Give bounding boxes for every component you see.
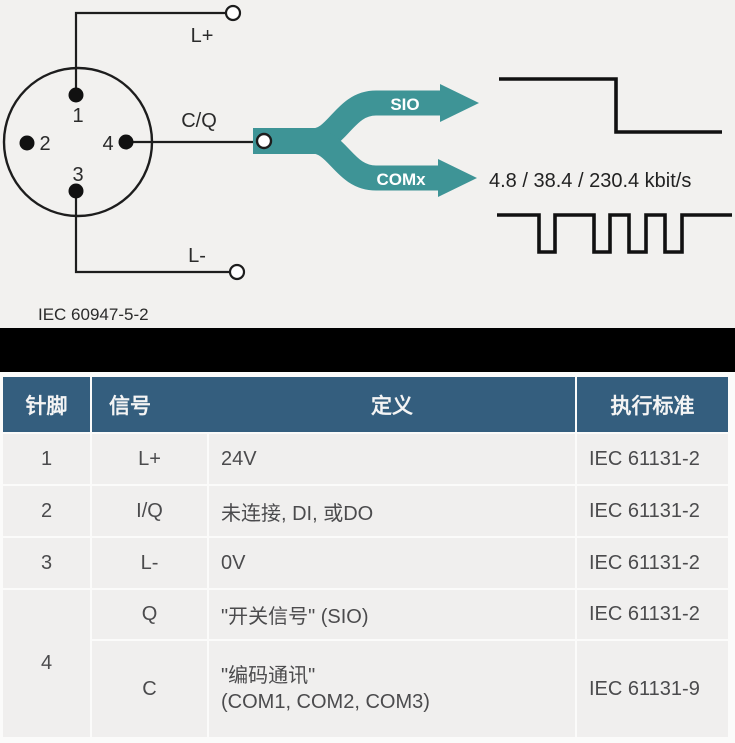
definition-cell: "开关信号" (SIO) xyxy=(209,590,575,639)
definition-cell: 未连接, DI, 或DO xyxy=(209,486,575,536)
separator-bar xyxy=(0,328,735,372)
sio-arrow-label: SIO xyxy=(390,95,419,114)
terminal-l-plus xyxy=(224,4,242,22)
pin-cell: 2 xyxy=(3,486,90,536)
pin-3-label: 3 xyxy=(72,164,83,186)
comx-arrow-label: COMx xyxy=(376,170,426,189)
pin-cell-merged: 4 xyxy=(3,590,90,737)
label-cq: C/Q xyxy=(181,110,217,132)
wiring-diagram-svg: 1 2 4 3 L+ C/Q L- SIO COMx 4.8 / 38.4 / … xyxy=(2,4,732,324)
io-link-wiring-diagram: 1 2 4 3 L+ C/Q L- SIO COMx 4.8 / 38.4 / … xyxy=(0,0,735,328)
pin-cell: 3 xyxy=(3,538,90,588)
signal-cell: C xyxy=(92,641,207,737)
header-definition: 定义 xyxy=(371,394,413,418)
comx-arrow-arm xyxy=(310,128,441,191)
standard-cell: IEC 61131-2 xyxy=(577,486,728,536)
standard-cell: IEC 61131-2 xyxy=(577,538,728,588)
signal-cell: L- xyxy=(92,538,207,588)
iec-standard-text: IEC 60947-5-2 xyxy=(38,305,149,324)
wire-l-plus xyxy=(74,11,226,95)
standard-cell: IEC 61131-2 xyxy=(577,434,728,484)
pin-1-dot xyxy=(68,87,84,103)
pin-4-dot xyxy=(118,134,134,150)
pin-cell: 1 xyxy=(3,434,90,484)
pin-3-dot xyxy=(68,183,84,199)
standard-cell: IEC 61131-2 xyxy=(577,590,728,639)
header-signal: 信号 xyxy=(109,394,151,418)
pin-2-dot xyxy=(19,135,35,151)
mode-fork-arrows: SIO COMx xyxy=(253,84,479,197)
pin-assignment-section: 针脚 信号 定义 执行标准 1 L+ 24V IEC 61131-2 2 I/Q… xyxy=(0,372,735,743)
definition-cell: "编码通讯" (COM1, COM2, COM3) xyxy=(209,641,575,737)
terminal-l-minus xyxy=(228,263,246,281)
baud-rate-text: 4.8 / 38.4 / 230.4 kbit/s xyxy=(489,170,691,192)
com-waveform xyxy=(497,213,732,254)
header-signal-definition: 信号 定义 xyxy=(92,377,575,432)
signal-cell: I/Q xyxy=(92,486,207,536)
comx-arrowhead-icon xyxy=(438,159,477,197)
label-l-plus: L+ xyxy=(191,25,214,47)
signal-cell: Q xyxy=(92,590,207,639)
signal-cell: L+ xyxy=(92,434,207,484)
standard-cell: IEC 61131-9 xyxy=(577,641,728,737)
header-standard: 执行标准 xyxy=(577,377,728,432)
sio-waveform xyxy=(499,77,722,134)
pin-assignment-table: 针脚 信号 定义 执行标准 1 L+ 24V IEC 61131-2 2 I/Q… xyxy=(3,377,728,737)
pin-1-label: 1 xyxy=(72,105,83,127)
header-pin: 针脚 xyxy=(3,377,90,432)
definition-cell: 24V xyxy=(209,434,575,484)
definition-cell: 0V xyxy=(209,538,575,588)
label-l-minus: L- xyxy=(188,245,206,267)
wire-l-minus xyxy=(74,191,230,274)
pin-4-label: 4 xyxy=(102,133,113,155)
terminal-cq xyxy=(255,132,273,150)
pin-2-label: 2 xyxy=(39,133,50,155)
sio-arrowhead-icon xyxy=(440,84,479,122)
